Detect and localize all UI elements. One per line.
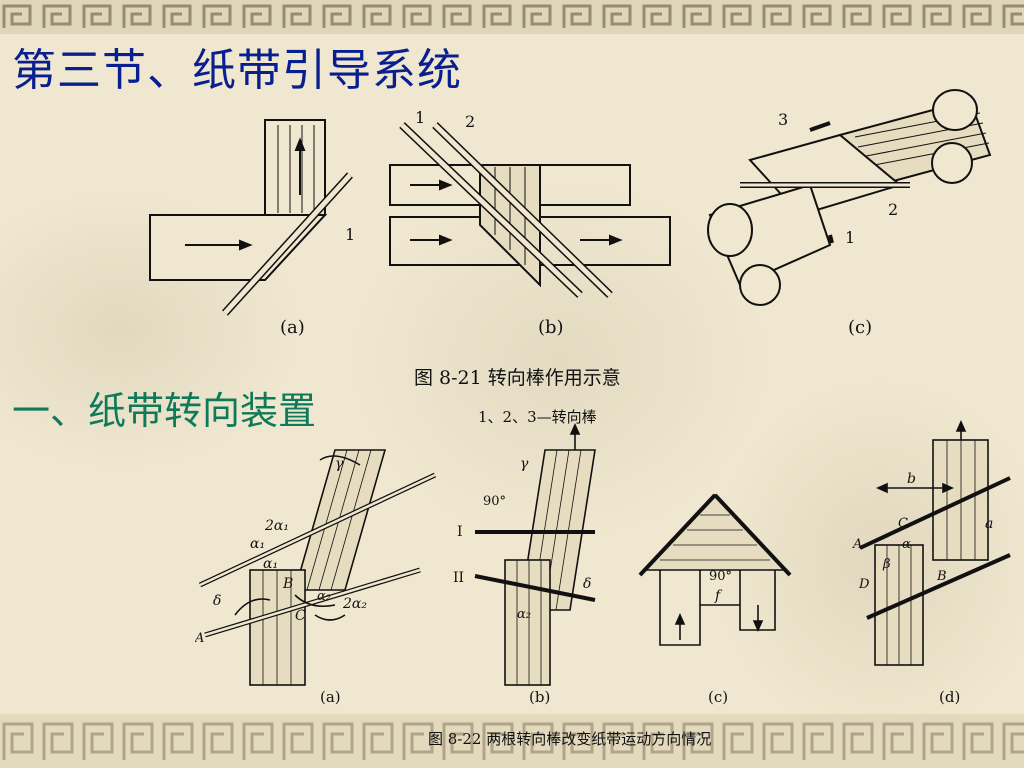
- fig822-panel-a: [198, 449, 437, 686]
- top-decorative-border: [0, 0, 1024, 34]
- fig822-panel-a-label: (a): [320, 688, 341, 706]
- fig822-b-II: II: [453, 570, 464, 586]
- fig822-a-two-alpha2: 2α₂: [342, 596, 367, 612]
- fig821-b-part-1: 1: [415, 108, 425, 127]
- fig822-b-alpha2: α₂: [517, 607, 531, 622]
- figure-8-21-caption: 图 8-21 转向棒作用示意: [414, 367, 621, 389]
- fig821-panel-a: [149, 119, 353, 316]
- fig821-panel-b: [389, 122, 671, 298]
- fig821-c-part-3: 3: [778, 110, 788, 129]
- slide-title: 第三节、纸带引导系统: [12, 45, 462, 96]
- fig822-a-two-alpha1: 2α₁: [264, 518, 289, 534]
- fig822-c-f: f: [714, 588, 723, 604]
- fig822-a-alpha1: α₁: [250, 536, 265, 552]
- fig821-b-part-2: 2: [465, 112, 475, 131]
- fig822-d-D: D: [858, 577, 870, 592]
- fig822-b-gamma: γ: [520, 456, 529, 472]
- fig822-d-B: B: [936, 569, 947, 584]
- fig822-panel-d-label: (d): [939, 688, 960, 706]
- fig822-a-A: A: [195, 631, 204, 646]
- fig822-d-a: a: [985, 516, 993, 532]
- fig822-d-alpha: α: [902, 537, 911, 552]
- fig822-panel-d: [859, 420, 1011, 666]
- fig822-a-alpha2: α₂: [317, 589, 331, 604]
- fig822-a-B: B: [282, 576, 293, 592]
- fig822-d-A: A: [852, 537, 862, 552]
- fig822-d-beta: β: [882, 557, 891, 572]
- fig822-panel-b: [474, 423, 596, 686]
- fig822-a-gamma: γ: [335, 456, 344, 472]
- fig822-a-delta: δ: [213, 593, 221, 609]
- fig822-panel-c: [638, 493, 792, 646]
- fig821-panel-b-label: (b): [538, 317, 564, 338]
- figure-8-21-legend: 1、2、3—转向棒: [478, 408, 597, 426]
- fig821-panel-a-label: (a): [280, 317, 305, 338]
- fig822-b-delta: δ: [583, 576, 591, 592]
- figure-8-22-diagram: γ 2α₁ α₁ α₁ B α₂ 2α₂ C δ A (a) γ 90° I I…: [195, 420, 1011, 706]
- fig822-d-b: b: [907, 471, 916, 487]
- figure-8-22-caption: 图 8-22 两根转向棒改变纸带运动方向情况: [428, 730, 712, 748]
- fig822-b-I: I: [457, 524, 463, 540]
- fig822-panel-c-label: (c): [708, 688, 728, 706]
- fig822-a-C: C: [295, 608, 306, 624]
- fig822-c-90: 90°: [709, 569, 732, 584]
- fig822-b-90: 90°: [483, 494, 506, 509]
- section-subtitle: 一、纸带转向装置: [12, 389, 317, 433]
- fig822-panel-b-label: (b): [529, 688, 550, 706]
- figure-8-21-diagram: 1 (a) 1 2 (b): [149, 89, 992, 338]
- fig821-panel-c-label: (c): [848, 317, 872, 338]
- fig821-a-part-1: 1: [345, 225, 355, 244]
- fig822-a-alpha1b: α₁: [263, 556, 278, 572]
- bottom-decorative-border: [0, 714, 1024, 768]
- fig821-panel-c: [707, 89, 992, 306]
- fig821-c-part-1: 1: [845, 228, 855, 247]
- fig822-d-C: C: [898, 516, 908, 531]
- fig821-c-part-2: 2: [888, 200, 898, 219]
